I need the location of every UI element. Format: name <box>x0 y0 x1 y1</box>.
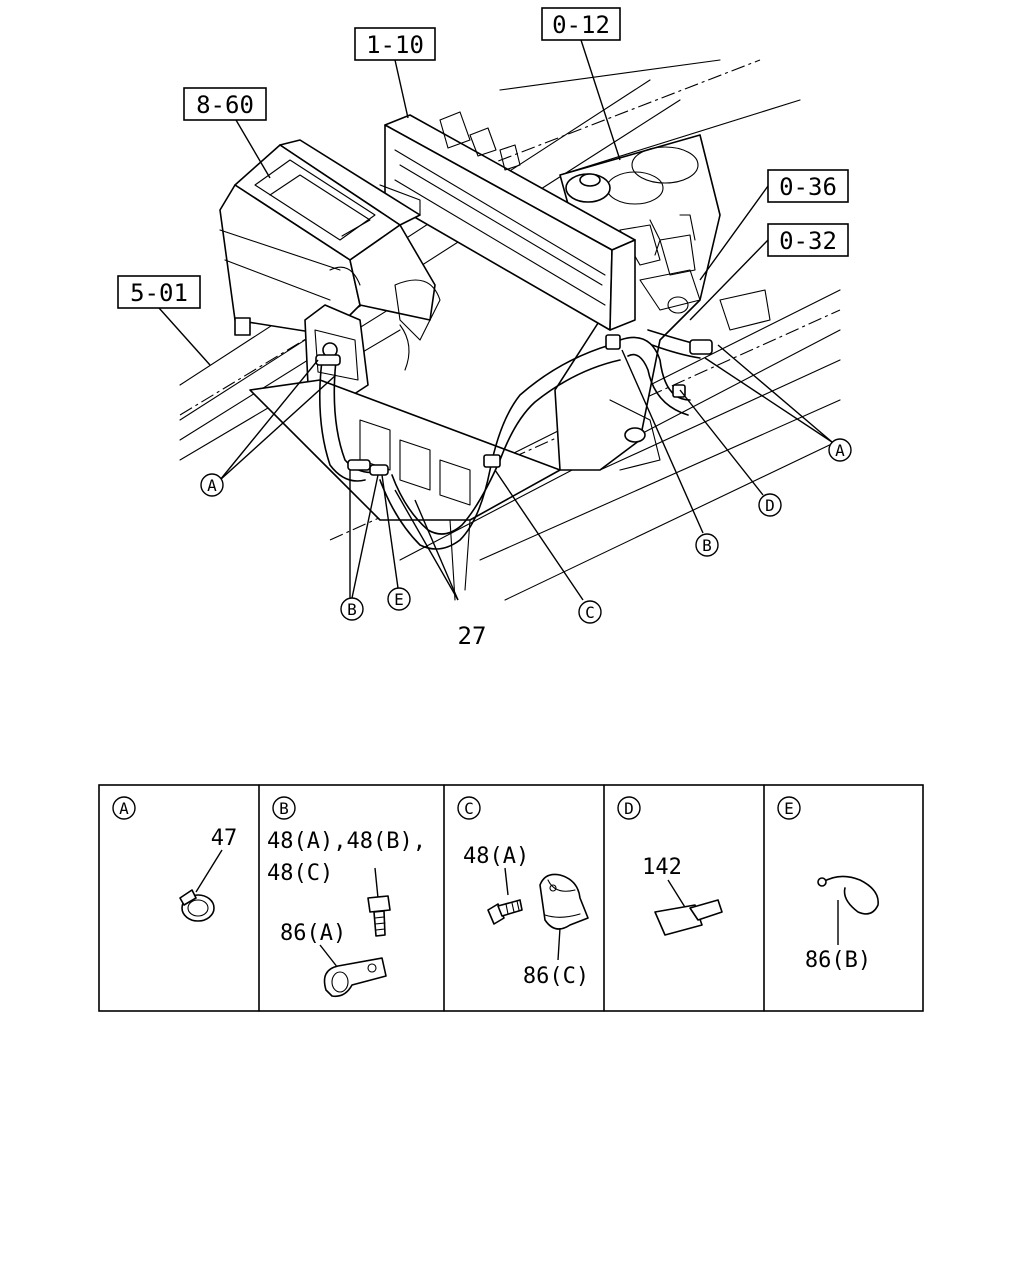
callout-e-letter: E <box>394 590 404 609</box>
detail-d-part-142: 142 <box>642 855 682 880</box>
callouts: A A B B C D <box>200 344 852 650</box>
bolt-icon <box>487 899 523 925</box>
detail-cell-c: C 48(A) 86(C) <box>457 796 589 989</box>
ref-label-0-36: 0-36 <box>779 173 837 201</box>
detail-e-part-86b: 86(B) <box>805 948 871 973</box>
detail-b-part-86a: 86(A) <box>280 921 346 946</box>
ref-label-0-12: 0-12 <box>552 11 610 39</box>
callout-e: E <box>381 474 411 611</box>
detail-c-part-86c: 86(C) <box>523 964 589 989</box>
heater-unit <box>219 139 441 401</box>
detail-e-letter: E <box>784 799 794 818</box>
detail-cell-a: A 47 <box>112 796 238 922</box>
callout-c-letter: C <box>585 603 595 622</box>
detail-table: A 47 B 48(A),48(B), 48(C) 86(A) <box>98 784 924 1012</box>
callout-d-letter: D <box>765 496 775 515</box>
reference-boxes: 1-10 0-12 8-60 0-36 0-32 5-01 <box>117 7 849 366</box>
callout-a-right-letter: A <box>835 441 845 460</box>
hose-clamp-icon <box>179 889 215 922</box>
ref-box-0-12: 0-12 <box>541 7 621 161</box>
detail-b-letter: B <box>279 799 289 818</box>
detail-a-letter: A <box>119 799 129 818</box>
detail-b-part-48abc: 48(A),48(B), <box>267 829 426 854</box>
detail-d-letter: D <box>624 799 634 818</box>
ref-box-8-60: 8-60 <box>183 87 271 179</box>
detail-cell-d: D 142 <box>617 796 723 936</box>
ref-box-5-01: 5-01 <box>117 275 211 366</box>
callout-a-left-letter: A <box>207 476 217 495</box>
ref-box-0-36: 0-36 <box>699 169 849 281</box>
hose-support-bracket-icon <box>539 873 589 930</box>
radiator-assembly <box>379 111 636 331</box>
ref-label-0-32: 0-32 <box>779 227 837 255</box>
part-27-label: 27 <box>394 489 487 650</box>
callout-c: C <box>494 469 602 624</box>
detail-c-letter: C <box>464 799 474 818</box>
detail-cell-e: E 86(B) <box>777 796 879 973</box>
callout-b-left-letter: B <box>347 600 357 619</box>
ref-label-8-60: 8-60 <box>196 91 254 119</box>
callout-d: D <box>679 389 782 517</box>
callout-b-right-letter: B <box>702 536 712 555</box>
chassis-frame-lines <box>179 59 841 601</box>
detail-c-part-48a: 48(A) <box>463 844 529 869</box>
ref-label-1-10: 1-10 <box>366 31 424 59</box>
bolt-icon <box>367 867 391 937</box>
heater-hoses <box>315 329 713 550</box>
callout-b-left: B <box>340 470 379 621</box>
ref-label-5-01: 5-01 <box>130 279 188 307</box>
cab-cross-member <box>249 379 561 601</box>
callout-b-right: B <box>621 349 719 557</box>
callout-a-right: A <box>704 344 852 462</box>
part-number-27: 27 <box>458 622 487 650</box>
detail-cell-b: B 48(A),48(B), 48(C) 86(A) <box>267 796 426 998</box>
detail-b-part-48c: 48(C) <box>267 861 333 886</box>
callout-a-left: A <box>200 359 337 497</box>
bracket-plate-icon <box>654 899 723 936</box>
wire-clip-icon <box>817 875 879 915</box>
pipe-clip-icon <box>323 957 387 998</box>
detail-a-part-47: 47 <box>211 826 238 851</box>
ref-box-0-32: 0-32 <box>689 223 849 321</box>
ref-box-1-10: 1-10 <box>354 27 436 119</box>
